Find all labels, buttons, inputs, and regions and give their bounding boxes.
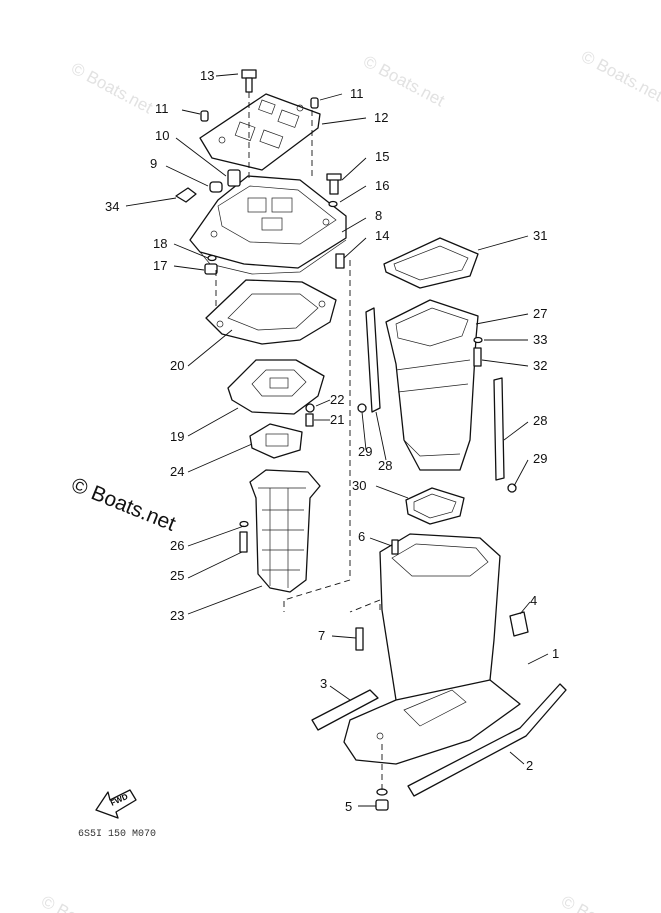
part-label: 31 — [533, 228, 547, 243]
part-label: 15 — [375, 149, 389, 164]
part-label: 26 — [170, 538, 184, 553]
part-label: 3 — [320, 676, 327, 691]
gasket-30-part — [405, 487, 465, 525]
lower-casing-part — [343, 533, 529, 811]
part-label: 5 — [345, 799, 352, 814]
fwd-arrow-icon: FWD — [95, 789, 137, 819]
part-label: 11 — [155, 101, 169, 116]
watermark-text: © Boats.net — [360, 52, 448, 111]
part-label: 2 — [526, 758, 533, 773]
exhaust-guide-part — [189, 175, 347, 275]
part-label: 24 — [170, 464, 184, 479]
part-label: 16 — [375, 178, 389, 193]
dowel-pin-parts — [200, 97, 319, 122]
part-label: 25 — [170, 568, 184, 583]
part-label: 23 — [170, 608, 184, 623]
part-number-labels: 13 11 11 12 10 9 34 15 16 8 14 31 18 17 … — [105, 68, 559, 814]
part-label: 19 — [170, 429, 184, 444]
bolt-13-part — [241, 69, 257, 93]
part-label: 34 — [105, 199, 119, 214]
part-label: 11 — [350, 86, 364, 101]
small-hardware-parts — [175, 169, 345, 275]
upper-gasket-part — [199, 93, 321, 171]
muffler-part — [239, 469, 321, 593]
part-label: 30 — [352, 478, 366, 493]
exhaust-manifold-part — [227, 359, 325, 427]
part-label: 20 — [170, 358, 184, 373]
gasket-31-part — [383, 237, 479, 289]
watermark-text: © Boats.net — [558, 892, 646, 913]
part-label: 22 — [330, 392, 344, 407]
part-label: 18 — [153, 236, 167, 251]
part-label: 7 — [318, 628, 325, 643]
strap-parts — [311, 683, 567, 797]
watermark-text: © Boats.net — [38, 892, 126, 913]
diagram-code: 6S5I 150 M070 — [78, 829, 156, 840]
part-label: 8 — [375, 208, 382, 223]
part-label: 1 — [552, 646, 559, 661]
watermark-text: © Boats.net — [578, 47, 661, 106]
upper-casing-part — [385, 299, 483, 471]
part-label: 17 — [153, 258, 167, 273]
part-label: 6 — [358, 529, 365, 544]
part-label: 4 — [530, 593, 537, 608]
gasket-20-part — [205, 279, 337, 345]
part-label: 27 — [533, 306, 547, 321]
watermark-layer: © Boats.net © Boats.net © Boats.net © Bo… — [38, 47, 661, 913]
watermark-main: © Boats.net — [68, 473, 179, 536]
part-label: 32 — [533, 358, 547, 373]
part-label: 12 — [374, 110, 388, 125]
part-label: 28 — [378, 458, 392, 473]
part-label: 14 — [375, 228, 389, 243]
part-label: 29 — [533, 451, 547, 466]
part-label: 21 — [330, 412, 344, 427]
construction-lines — [125, 73, 549, 807]
part-label: 33 — [533, 332, 547, 347]
part-label: 9 — [150, 156, 157, 171]
part-label: 29 — [358, 444, 372, 459]
part-label: 10 — [155, 128, 169, 143]
gasket-24-part — [249, 423, 303, 459]
watermark-text: © Boats.net — [68, 59, 156, 118]
part-label: 28 — [533, 413, 547, 428]
part-label: 13 — [200, 68, 214, 83]
